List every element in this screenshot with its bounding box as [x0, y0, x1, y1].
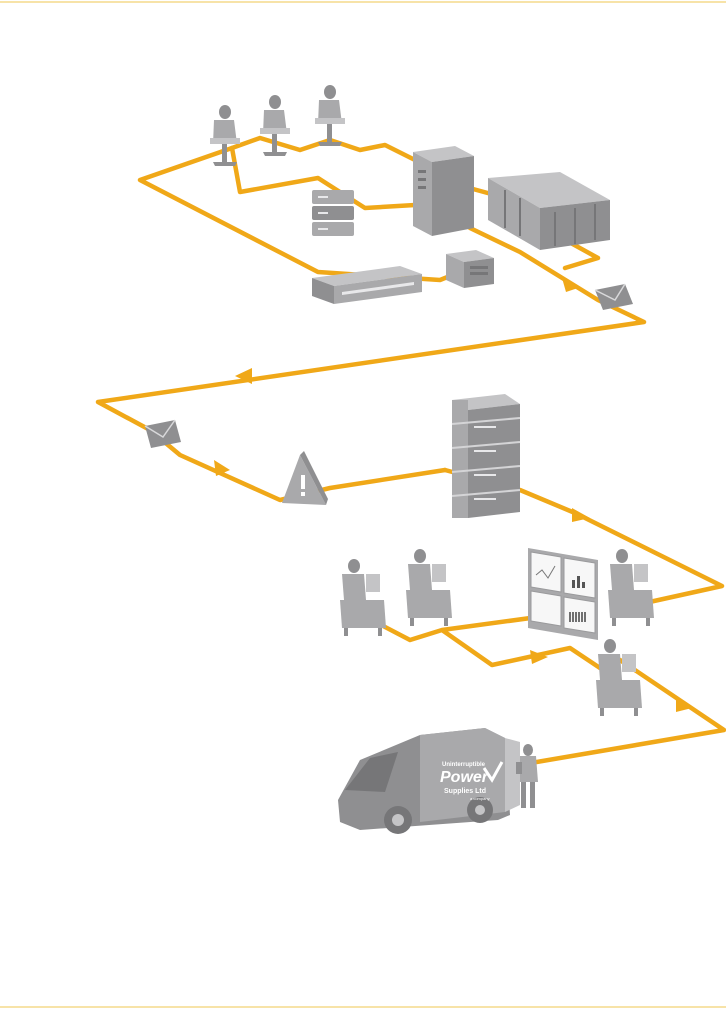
operator-icon [315, 85, 345, 146]
email-envelope-icon [145, 420, 181, 448]
operator-icon [406, 549, 452, 626]
warning-triangle-icon [282, 451, 328, 505]
van-brand-sub: Supplies Ltd [444, 788, 486, 795]
server-tower-icon [413, 146, 474, 236]
storage-array-icon [488, 172, 610, 250]
monitoring-operators [340, 549, 654, 716]
email-envelope-icon [595, 284, 633, 310]
operator-icon [596, 639, 642, 716]
operator-icon [608, 549, 654, 626]
disk-stack-icon [312, 190, 354, 236]
ups-unit-icon [446, 250, 494, 288]
flow-line-to-alert [98, 228, 644, 500]
delivery-van-icon: Uninterruptible Power Supplies Ltd a com… [338, 728, 520, 834]
monitoring-screens-icon [528, 548, 598, 640]
server-rack-icon [452, 394, 520, 518]
site-operators [210, 85, 345, 166]
van-brand-tag: a company [470, 796, 490, 801]
van-brand-main: Power [440, 769, 489, 786]
flow-line-operators [232, 138, 415, 160]
van-brand-top: Uninterruptible [442, 762, 486, 768]
operator-icon [340, 559, 386, 636]
flow-line-to-van [525, 660, 724, 764]
